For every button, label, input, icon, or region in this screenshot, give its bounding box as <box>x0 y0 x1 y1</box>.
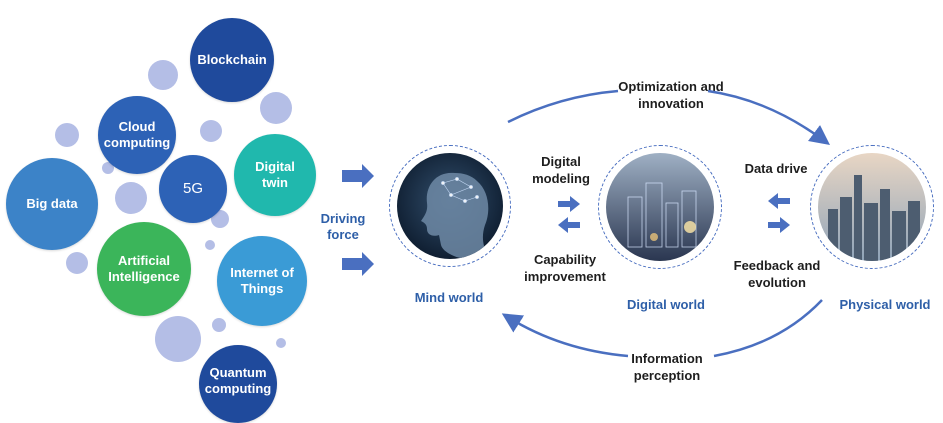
fiveg-label: 5G <box>182 179 203 197</box>
decor-dot <box>260 92 292 124</box>
blockchain-bubble: Blockchain <box>190 18 274 102</box>
flow-arrows <box>342 89 831 358</box>
decor-dot <box>66 252 88 274</box>
perception-arc-right <box>713 299 823 358</box>
cloud-computing-label: Cloud computing <box>103 118 171 150</box>
big-data-label: Big data <box>26 195 78 211</box>
digital-twin-bubble: Digital twin <box>234 134 316 216</box>
artificial-intelligence-bubble: Artificial Intelligence <box>97 222 191 316</box>
fiveg-bubble: 5G <box>159 155 227 223</box>
optimization-arc <box>507 89 619 124</box>
decor-dot <box>200 120 222 142</box>
driving-arrow-bottom <box>342 252 374 276</box>
data-drive-arrow <box>768 217 790 233</box>
feedback-arrow <box>768 193 790 209</box>
improvement-arrow <box>558 217 580 233</box>
mind-world-image <box>397 153 503 259</box>
mind-world-ring <box>389 145 511 267</box>
physical-world-image <box>818 153 926 261</box>
blockchain-label: Blockchain <box>197 51 267 67</box>
perception-arc-left <box>501 313 629 358</box>
digital-twin-label: Digital twin <box>255 158 295 190</box>
cloud-computing-bubble: Cloud computing <box>98 96 176 174</box>
decor-dot <box>115 182 147 214</box>
driving-arrow-top <box>342 164 374 188</box>
modeling-arrow <box>558 196 580 212</box>
driving-force-label: Driving force <box>320 211 366 242</box>
decor-dot <box>55 123 79 147</box>
decor-dot <box>155 316 201 362</box>
decor-dot <box>205 240 215 250</box>
optimization-arc-right <box>707 89 831 145</box>
decor-dot <box>211 210 229 228</box>
data-drive-label: Data drive <box>744 161 808 176</box>
artificial-intelligence-label: Artificial Intelligence <box>108 252 180 284</box>
internet-of-things-bubble: Internet of Things <box>217 236 307 326</box>
decor-dot <box>276 338 286 348</box>
decor-dot <box>102 162 114 174</box>
physical-world-ring <box>810 145 934 269</box>
quantum-computing-label: Quantum computing <box>204 365 272 397</box>
digital-world-image <box>606 153 714 261</box>
big-data-bubble: Big data <box>6 158 98 250</box>
internet-of-things-label: Internet of Things <box>230 264 294 296</box>
decor-dot <box>148 60 178 90</box>
information-perception-label: Information perception <box>631 351 703 383</box>
digital-modeling-label: Digital modeling <box>532 154 590 186</box>
digital-world-label: Digital world <box>627 297 705 312</box>
optimization-label: Optimization and innovation <box>618 79 724 111</box>
digital-world-ring <box>598 145 722 269</box>
decor-dot <box>212 318 226 332</box>
mind-world-label: Mind world <box>414 290 484 305</box>
feedback-evolution-label: Feedback and evolution <box>733 258 821 290</box>
capability-improvement-label: Capability improvement <box>524 252 606 284</box>
physical-world-label: Physical world <box>839 297 931 312</box>
